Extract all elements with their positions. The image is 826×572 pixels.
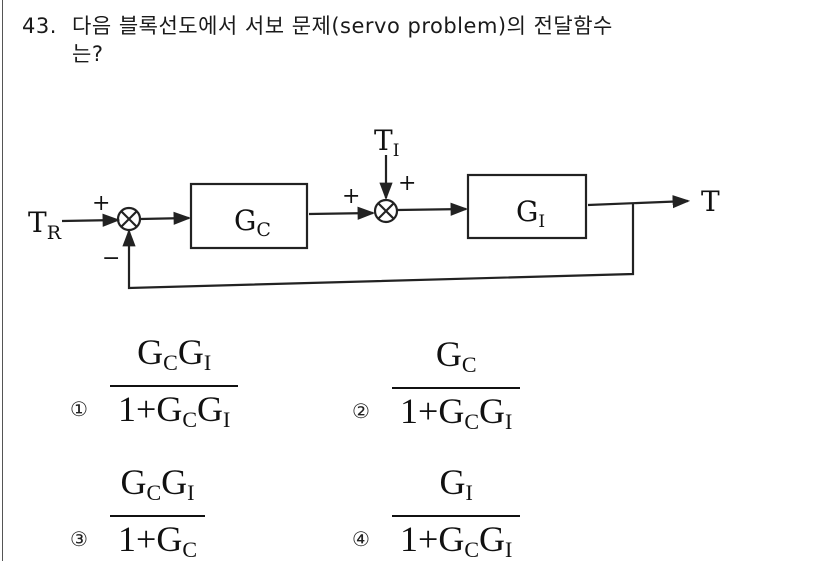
question-line-1: 다음 블록선도에서 서보 문제(servo problem)의 전달함수 — [72, 14, 613, 38]
choice-marker: ② — [352, 399, 370, 423]
sum1-minus-sign: − — [102, 246, 120, 271]
disturbance-label: TI — [374, 124, 399, 161]
output-label: T — [701, 185, 720, 218]
choice-marker: ① — [70, 397, 88, 421]
choice-4[interactable]: ④ GI 1+GCGI — [352, 462, 521, 572]
page-left-border — [2, 0, 3, 561]
fraction: GCGI 1+GCGI — [110, 332, 239, 442]
fraction: GC 1+GCGI — [392, 334, 521, 444]
question-line-2: 는? — [72, 42, 104, 66]
choice-marker: ③ — [70, 527, 88, 551]
choice-2[interactable]: ② GC 1+GCGI — [352, 334, 521, 444]
input-label: TR — [28, 206, 62, 244]
choice-marker: ④ — [352, 527, 370, 551]
sum2-left-plus-sign: + — [342, 184, 360, 209]
block-gc-label: GC — [234, 204, 271, 241]
block-gi-label: GI — [516, 195, 545, 232]
fraction: GCGI 1+GC — [110, 462, 205, 572]
sum1-plus-sign: + — [92, 191, 110, 216]
choice-1[interactable]: ① GCGI 1+GCGI — [70, 332, 239, 442]
question-number: 43. — [22, 14, 57, 38]
fraction: GI 1+GCGI — [392, 462, 521, 572]
question-text: 43.다음 블록선도에서 서보 문제(servo problem)의 전달함수 … — [22, 12, 782, 68]
block-diagram: TR + − GC + + TI GI T — [0, 110, 826, 310]
choice-3[interactable]: ③ GCGI 1+GC — [70, 462, 205, 572]
sum2-top-plus-sign: + — [398, 171, 416, 196]
